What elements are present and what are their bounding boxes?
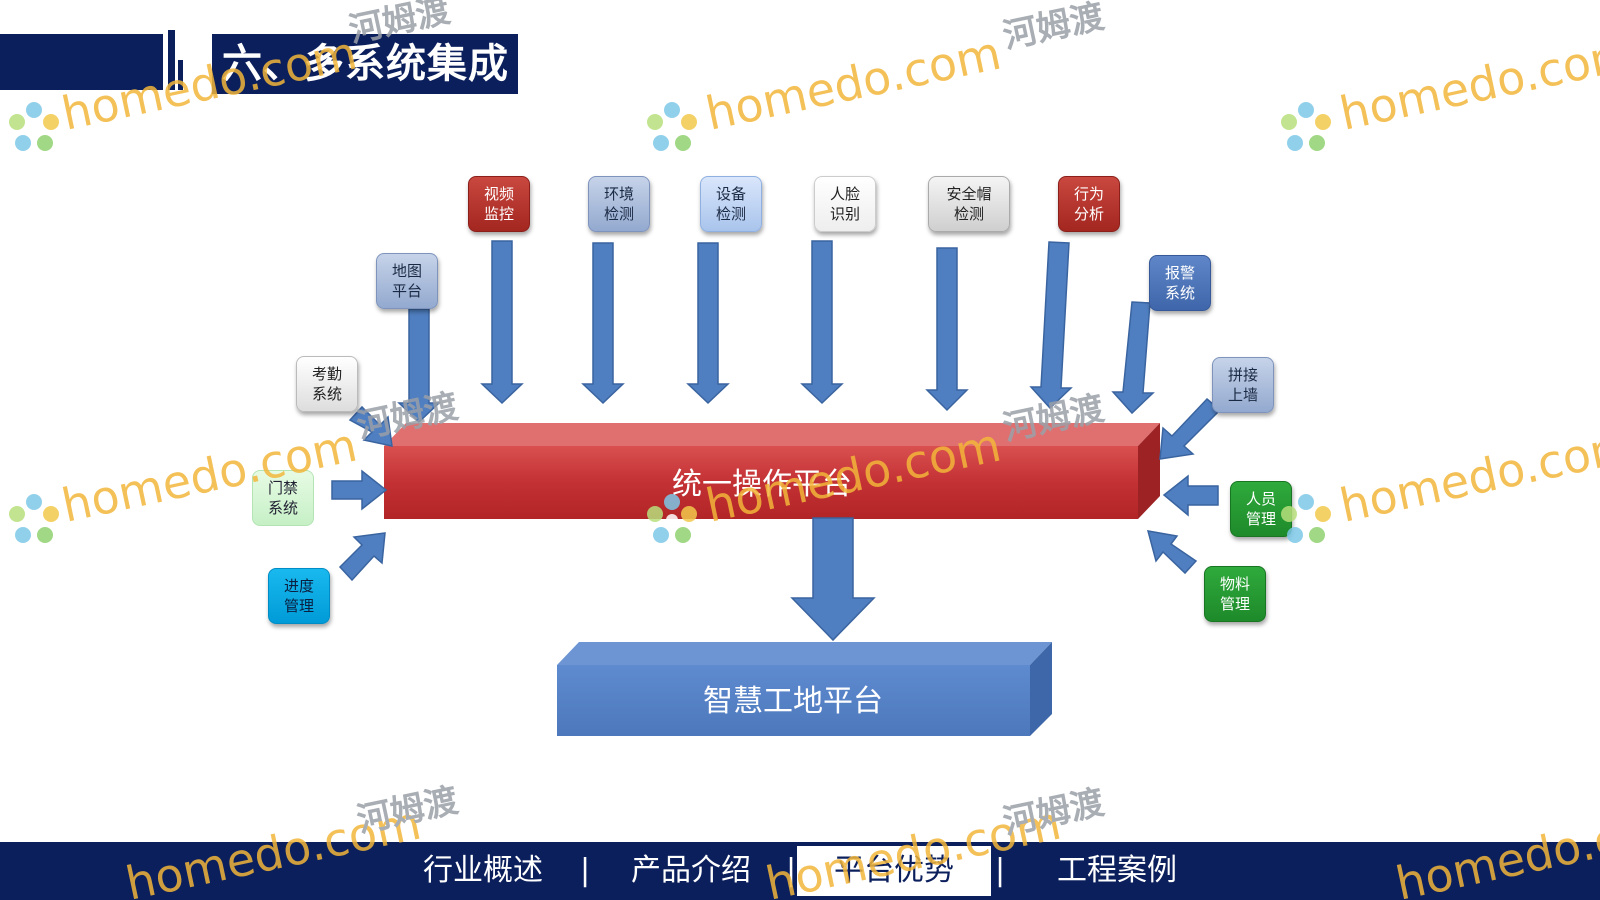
node-device-line1: 设备: [715, 185, 746, 203]
arrow-map: [397, 308, 441, 424]
arrow-behavior: [1029, 241, 1073, 410]
node-progress-line2: 管理: [283, 597, 314, 615]
node-device-detection: 设备 检测: [700, 176, 762, 232]
page-title: 六、多系统集成: [212, 34, 518, 94]
node-alarm-line2: 系统: [1164, 284, 1195, 302]
node-helmet-detection: 安全帽 检测: [928, 176, 1010, 232]
node-personnel-line1: 人员: [1245, 490, 1276, 508]
node-personnel-line2: 管理: [1245, 510, 1276, 528]
central-platform-label: 统一操作平台: [672, 467, 852, 502]
node-map-line2: 平台: [391, 282, 422, 300]
node-video-line1: 视频: [483, 185, 514, 203]
node-material-management: 物料 管理: [1204, 566, 1266, 622]
node-splice-wall: 拼接 上墙: [1212, 357, 1274, 413]
node-video-line2: 监控: [483, 205, 514, 223]
node-helmet-line1: 安全帽: [946, 185, 992, 203]
node-helmet-line2: 检测: [953, 205, 984, 223]
arrow-progress: [338, 532, 386, 582]
node-access-control: 门禁 系统: [252, 470, 314, 526]
node-attendance-line2: 系统: [311, 385, 342, 403]
node-alarm-system: 报警 系统: [1149, 255, 1211, 311]
node-personnel-management: 人员 管理: [1230, 481, 1292, 537]
node-behavior-line1: 行为: [1073, 185, 1104, 203]
arrow-device: [686, 242, 730, 405]
title-accent-stripe: [168, 30, 175, 90]
node-material-line2: 管理: [1219, 595, 1250, 613]
node-progress-line1: 进度: [283, 577, 314, 595]
node-access-line2: 系统: [267, 499, 298, 517]
node-attendance-line1: 考勤: [311, 365, 342, 383]
nav-platform-advantages[interactable]: 平台优势: [797, 846, 991, 896]
output-platform-label: 智慧工地平台: [703, 684, 883, 719]
node-material-line1: 物料: [1219, 575, 1250, 593]
output-platform-box: [557, 642, 1052, 736]
nav-separator: |: [786, 853, 797, 888]
node-splice-line2: 上墙: [1227, 386, 1258, 404]
node-face-line2: 识别: [829, 205, 860, 223]
title-accent-bar: [0, 34, 163, 90]
node-video-monitoring: 视频 监控: [468, 176, 530, 232]
nav-product-intro[interactable]: 产品介绍: [631, 853, 751, 888]
output-arrow: [790, 517, 876, 642]
node-device-line2: 检测: [715, 205, 746, 223]
node-face-recognition: 人脸 识别: [814, 176, 876, 232]
arrow-splice: [1159, 397, 1222, 460]
node-map-line1: 地图: [391, 262, 422, 280]
node-access-line1: 门禁: [267, 479, 298, 497]
arrow-env: [581, 242, 625, 405]
title-accent-stripe-short: [178, 60, 183, 90]
nav-separator: |: [580, 853, 591, 888]
node-progress-management: 进度 管理: [268, 568, 330, 624]
arrow-face: [800, 240, 844, 405]
nav-engineering-cases[interactable]: 工程案例: [1057, 853, 1177, 888]
arrow-material: [1146, 530, 1198, 575]
node-map-platform: 地图 平台: [376, 253, 438, 309]
node-env-line1: 环境: [603, 185, 634, 203]
arrow-video: [480, 240, 524, 405]
node-face-line1: 人脸: [829, 185, 860, 203]
node-splice-line1: 拼接: [1227, 366, 1258, 384]
node-attendance-system: 考勤 系统: [296, 356, 358, 412]
node-alarm-line1: 报警: [1164, 264, 1195, 282]
arrow-alarm: [1111, 301, 1155, 415]
arrow-attendance: [348, 405, 393, 447]
arrow-helmet: [925, 247, 969, 412]
nav-separator: |: [995, 853, 1006, 888]
arrow-personnel: [1162, 474, 1219, 517]
node-behavior-analysis: 行为 分析: [1058, 176, 1120, 232]
arrow-access: [331, 469, 388, 511]
nav-industry-overview[interactable]: 行业概述: [423, 853, 543, 888]
node-env-line2: 检测: [603, 205, 634, 223]
node-environment-detection: 环境 检测: [588, 176, 650, 232]
node-behavior-line2: 分析: [1073, 205, 1104, 223]
central-platform-box: [384, 423, 1160, 519]
